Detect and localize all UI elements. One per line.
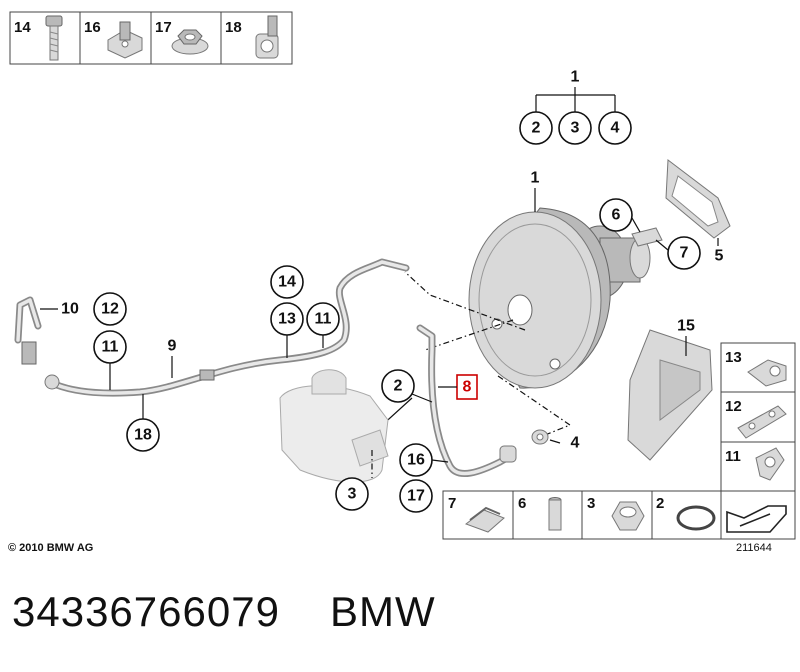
header-part-num: 18 xyxy=(225,19,242,36)
brake-booster: 1 xyxy=(468,170,651,389)
callout-11-left: 11 xyxy=(102,339,119,356)
bracket-clip-icon xyxy=(107,21,143,59)
callout-10: 10 xyxy=(61,301,79,318)
callout-5: 5 xyxy=(715,248,724,265)
arrow-wedge-icon xyxy=(726,505,787,533)
callout-1-booster: 1 xyxy=(531,170,540,187)
callout-7: 7 xyxy=(680,245,689,262)
side-part-num: 13 xyxy=(725,349,742,366)
callout-9: 9 xyxy=(168,338,177,355)
side-part-num: 11 xyxy=(725,448,741,465)
hose-callouts: 14 13 11 10 12 11 9 18 xyxy=(40,265,340,452)
diagram-reference-number: 211644 xyxy=(736,542,772,554)
header-parts-table: 14 16 17 18 xyxy=(9,11,293,65)
o-ring-icon xyxy=(676,505,716,531)
side-parts-table: 13 12 11 xyxy=(720,342,796,492)
header-part-num: 17 xyxy=(155,19,172,36)
guide-line xyxy=(404,271,526,331)
brand-name: BMW xyxy=(329,588,436,635)
callout-16: 16 xyxy=(407,452,425,469)
retaining-plate-icon xyxy=(737,405,787,439)
callout-13-hose: 13 xyxy=(278,311,296,328)
callout-3-main: 3 xyxy=(348,486,357,503)
part-footer: 34336766079 BMW xyxy=(12,588,486,636)
part-number: 34336766079 xyxy=(12,588,280,635)
callout-12-left: 12 xyxy=(101,301,119,318)
check-valve-hose: 2 8 16 17 xyxy=(367,324,517,513)
header-part-num: 16 xyxy=(84,19,101,36)
bracket-15: 15 xyxy=(627,318,713,461)
bottom-part-num: 2 xyxy=(656,495,664,512)
guide-line xyxy=(497,375,572,438)
vacuum-hose xyxy=(14,258,410,397)
callout-4-tree: 4 xyxy=(611,120,620,137)
clevis-fork: 6 7 xyxy=(599,198,701,270)
gasket: 5 xyxy=(665,159,731,265)
bottom-part-num: 7 xyxy=(448,495,456,512)
header-part-num: 14 xyxy=(14,19,31,36)
guide-line xyxy=(424,319,514,351)
callout-6: 6 xyxy=(612,207,621,224)
callout-14-hose: 14 xyxy=(278,274,296,291)
bolt-icon xyxy=(45,15,63,61)
callout-2-main: 2 xyxy=(394,378,403,395)
callout-3-tree: 3 xyxy=(571,120,580,137)
pin-icon xyxy=(548,497,562,531)
bottom-part-num: 3 xyxy=(587,495,595,512)
callout-17: 17 xyxy=(407,488,425,505)
callout-11-hose: 11 xyxy=(315,311,332,328)
callout-8-highlight: 8 xyxy=(463,379,472,396)
fluid-reservoir: 3 xyxy=(279,369,389,511)
hose-clip-icon xyxy=(755,447,785,481)
side-part-num: 12 xyxy=(725,398,742,415)
callout-4-main: 4 xyxy=(571,435,580,452)
flange-nut-icon xyxy=(171,29,209,55)
callout-18: 18 xyxy=(134,427,152,444)
seal-ring-4: 4 xyxy=(531,429,580,452)
callout-15: 15 xyxy=(677,318,695,335)
bottom-parts-table: 7 6 3 2 xyxy=(442,490,796,540)
hose-holder-side-icon xyxy=(747,359,787,387)
bottom-part-num: 6 xyxy=(518,495,526,512)
assembly-tree: 1 2 3 4 xyxy=(519,69,632,145)
hex-nut-icon xyxy=(611,501,645,531)
hose-holder-icon xyxy=(255,15,279,59)
copyright-text: © 2010 BMW AG xyxy=(8,542,94,554)
callout-2-tree: 2 xyxy=(532,120,541,137)
spring-clip-icon xyxy=(464,506,505,533)
callout-1-tree: 1 xyxy=(571,69,580,86)
